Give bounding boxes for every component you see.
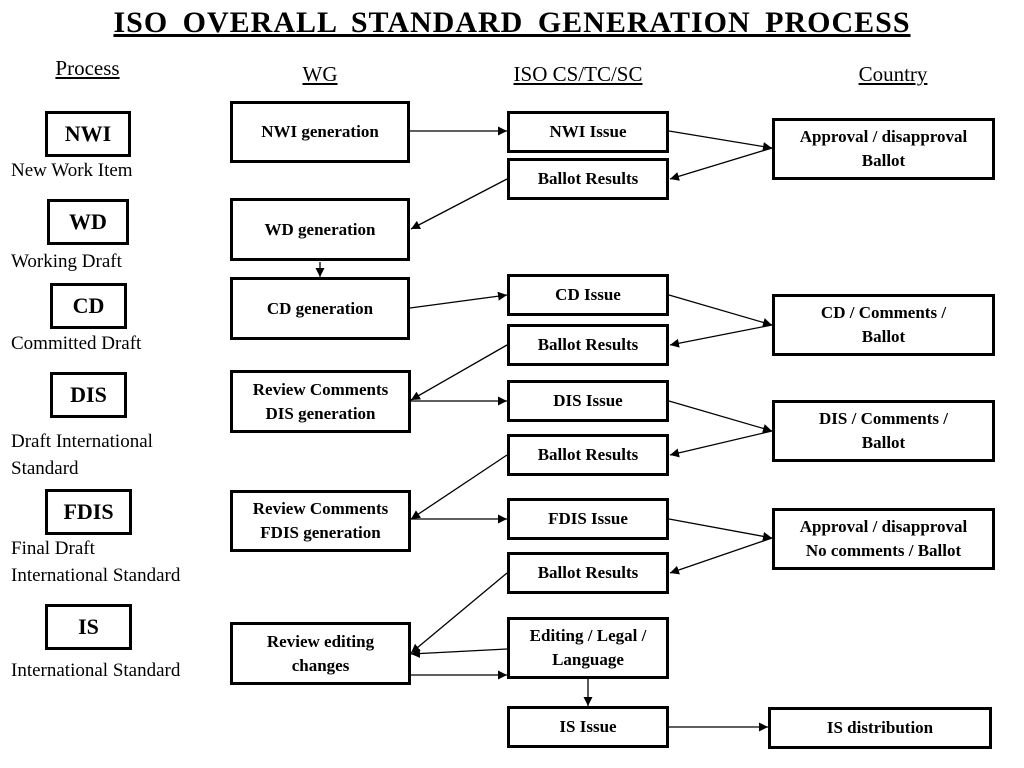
country-nwi-ballot: Approval / disapproval Ballot	[772, 118, 995, 180]
iso-editing-legal-language: Editing / Legal / Language	[507, 617, 669, 679]
iso-cd-issue: CD Issue	[507, 274, 669, 316]
stage-fdis-box: FDIS	[45, 489, 132, 535]
iso-ballot-results-1: Ballot Results	[507, 158, 669, 200]
wg-fdis-generation: Review Comments FDIS generation	[230, 490, 411, 552]
wg-dis-generation: Review Comments DIS generation	[230, 370, 411, 433]
iso-ballot-results-3: Ballot Results	[507, 434, 669, 476]
iso-ballot-results-4: Ballot Results	[507, 552, 669, 594]
country-is-distribution: IS distribution	[768, 707, 992, 749]
iso-is-issue: IS Issue	[507, 706, 669, 748]
iso-ballot-results-2: Ballot Results	[507, 324, 669, 366]
country-column-header: Country	[858, 62, 928, 86]
arrow-cd-issue-to-ballot	[668, 294, 773, 327]
country-fdis-ballot: Approval / disapproval No comments / Bal…	[772, 508, 995, 570]
stage-nwi-box: NWI	[45, 111, 131, 157]
stage-wd-description: Working Draft	[11, 251, 122, 272]
wg-review-editing: Review editing changes	[230, 622, 411, 685]
arrow-ballot-to-results-1	[669, 147, 773, 181]
page-title: ISO OVERALL STANDARD GENERATION PROCESS	[113, 6, 911, 39]
stage-fdis-description: Final Draft International Standard	[11, 538, 181, 586]
stage-cd-box: CD	[50, 283, 127, 329]
stage-cd-description: Committed Draft	[11, 333, 142, 354]
wg-column-header: WG	[302, 62, 338, 86]
stage-nwi-description: New Work Item	[11, 160, 133, 181]
stage-dis-description: Draft International Standard	[11, 431, 153, 479]
stage-dis-box: DIS	[50, 372, 127, 418]
arrow-fdis-ballot-to-results	[669, 537, 773, 575]
arrow-results-1-to-wd	[410, 178, 508, 230]
arrow-editing-to-review	[410, 648, 508, 659]
arrow-dis-ballot-to-results	[669, 430, 773, 458]
iso-dis-issue: DIS Issue	[507, 380, 669, 422]
arrow-nwi-issue-to-ballot	[668, 130, 773, 151]
stage-wd-box: WD	[47, 199, 129, 245]
country-dis-ballot: DIS / Comments / Ballot	[772, 400, 995, 462]
arrow-results-2-to-dis-gen	[410, 344, 508, 401]
arrow-results-3-to-fdis-gen	[410, 454, 508, 520]
arrow-results-4-to-review	[410, 572, 508, 654]
iso-nwi-issue: NWI Issue	[507, 111, 669, 153]
stage-is-box: IS	[45, 604, 132, 650]
process-column-header: Process	[55, 56, 120, 80]
arrow-cd-gen-to-issue	[409, 291, 508, 309]
wg-cd-generation: CD generation	[230, 277, 410, 340]
iso-fdis-issue: FDIS Issue	[507, 498, 669, 540]
arrow-cd-ballot-to-results	[669, 324, 773, 348]
wg-nwi-generation: NWI generation	[230, 101, 410, 163]
arrow-dis-issue-to-ballot	[668, 400, 773, 433]
iso-column-header: ISO CS/TC/SC	[513, 62, 643, 86]
stage-is-description: International Standard	[11, 660, 181, 681]
arrow-fdis-issue-to-ballot	[668, 518, 773, 541]
country-cd-ballot: CD / Comments / Ballot	[772, 294, 995, 356]
wg-wd-generation: WD generation	[230, 198, 410, 261]
